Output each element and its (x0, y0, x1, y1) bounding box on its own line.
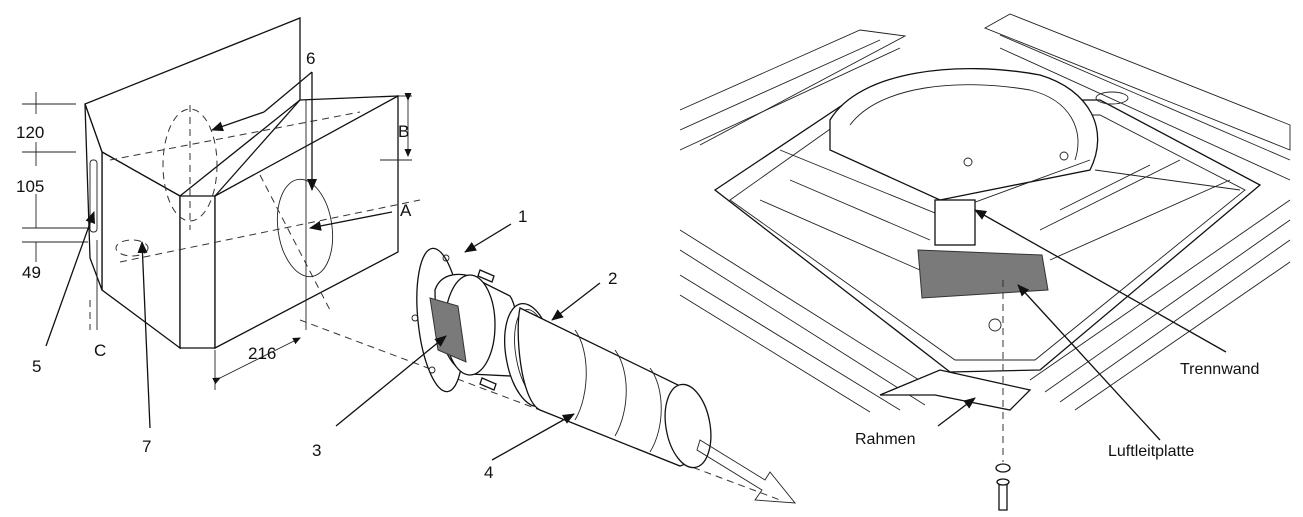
front-opening (115, 239, 149, 257)
right-unit-diagram: Trennwand Rahmen Luftleitplatte (679, 13, 1291, 511)
dimension-b (380, 93, 412, 161)
callout-arrows-right (937, 209, 1227, 441)
airflow-arrow (696, 439, 797, 504)
left-exploded-diagram: 120 105 49 B C 216 (16, 17, 797, 504)
callout-3: 3 (312, 441, 321, 460)
dimension-216 (212, 100, 307, 390)
callout-2: 2 (608, 269, 617, 288)
frame-rahmen (879, 369, 1032, 411)
trennwand-part (934, 199, 976, 246)
label-luftleitplatte: Luftleitplatte (1108, 443, 1194, 460)
dome-housing (829, 68, 1099, 201)
washer (995, 463, 1011, 473)
label-b: B (398, 122, 409, 141)
callout-6: 6 (306, 49, 315, 68)
label-rahmen: Rahmen (855, 431, 915, 448)
label-trennwand: Trennwand (1180, 361, 1259, 378)
tube-stub (429, 273, 519, 377)
screws (477, 269, 497, 391)
roof-rails (679, 13, 1291, 413)
callout-1: 1 (518, 207, 527, 226)
label-a: A (400, 201, 412, 220)
label-c: C (94, 341, 106, 360)
bolt (998, 481, 1008, 511)
slot-part-5 (89, 159, 98, 233)
top-opening (162, 108, 218, 222)
dim-120: 120 (16, 123, 44, 142)
callout-7: 7 (142, 437, 151, 456)
callout-4: 4 (484, 463, 493, 482)
dim-105: 105 (16, 177, 44, 196)
flex-hose-part-4 (517, 307, 712, 469)
dimension-lines-left (22, 92, 88, 262)
dim-49: 49 (22, 263, 41, 282)
dim-216: 216 (248, 344, 276, 363)
callout-5: 5 (32, 357, 41, 376)
housing-box (84, 17, 399, 350)
callout-arrows-left (45, 71, 601, 461)
air-guide-plate (917, 249, 1049, 299)
